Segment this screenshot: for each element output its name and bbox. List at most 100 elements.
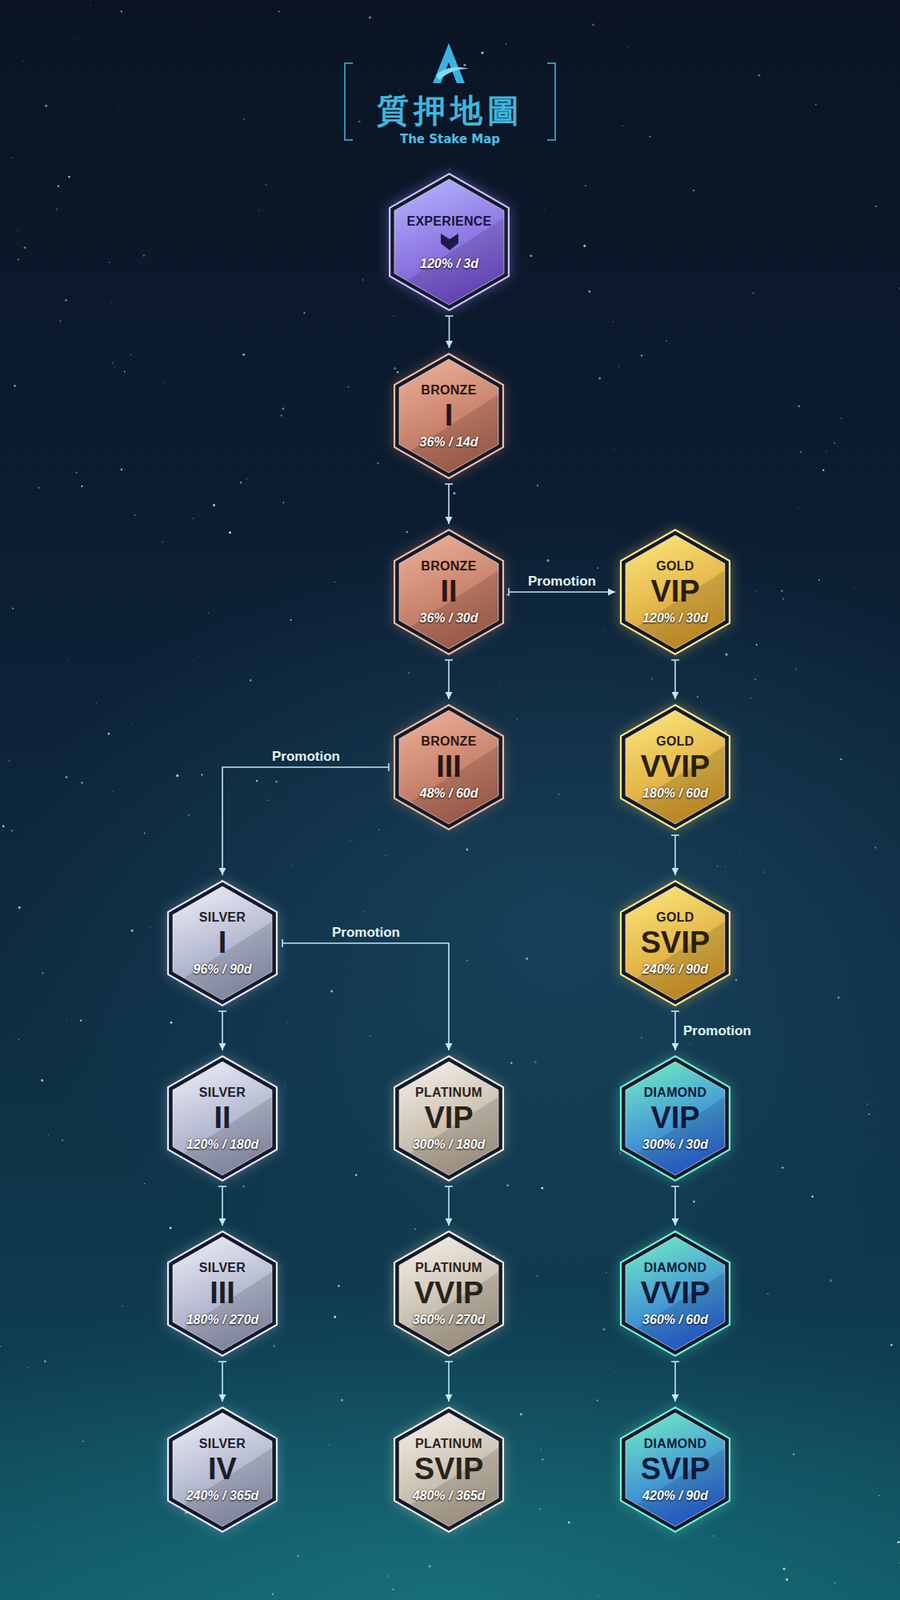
star — [750, 697, 752, 699]
tier-level: VVIP — [640, 750, 711, 783]
tier-name: GOLD — [656, 558, 694, 574]
star — [358, 120, 361, 124]
star — [57, 185, 60, 188]
star — [536, 484, 539, 487]
promotion-connector — [218, 1011, 227, 1051]
star — [80, 485, 83, 488]
star — [48, 1134, 49, 1136]
star — [348, 386, 350, 388]
arrow-head — [445, 1218, 453, 1226]
promotion-connector — [218, 1361, 227, 1402]
star — [520, 1413, 523, 1416]
star — [568, 1521, 571, 1524]
star — [257, 208, 260, 211]
star — [340, 1399, 344, 1402]
arrow-head — [672, 868, 680, 876]
arrow-head — [445, 340, 453, 348]
star — [206, 1349, 208, 1352]
star — [40, 1079, 44, 1082]
star — [23, 246, 26, 249]
star — [149, 926, 152, 928]
hexagon-content: SILVERIII180% / 270d — [167, 1230, 278, 1357]
star — [56, 208, 58, 210]
arrow-head — [445, 1394, 453, 1402]
connector-line — [508, 591, 616, 593]
reward-rate: 300% / 30d — [642, 1136, 708, 1152]
hexagon-content: PLATINUMVIP300% / 180d — [393, 1055, 504, 1182]
title-bracket — [547, 63, 556, 140]
title-bracket — [344, 63, 353, 140]
star — [188, 814, 191, 817]
start-tick — [671, 1010, 680, 1012]
hexagon-shade — [620, 1444, 731, 1533]
start-tick — [671, 834, 680, 836]
star — [720, 180, 723, 183]
star — [640, 1036, 644, 1040]
star — [665, 340, 667, 341]
star — [131, 723, 133, 725]
star — [781, 1166, 784, 1168]
hexagon-inner-edge — [399, 535, 499, 649]
star — [725, 653, 728, 656]
star — [208, 612, 209, 614]
arrow-head — [672, 1218, 680, 1226]
star — [878, 1495, 880, 1497]
reward-rate: 180% / 60d — [642, 785, 708, 801]
edge-label: Promotion — [528, 573, 596, 590]
hexagon-content: DIAMONDVVIP360% / 60d — [620, 1230, 731, 1357]
tier-hexagon: BRONZEIII48% / 60d — [393, 704, 504, 831]
icon-shape — [440, 233, 459, 251]
star — [732, 360, 735, 362]
star — [398, 89, 400, 92]
star — [44, 104, 48, 108]
star — [387, 1575, 388, 1576]
promotion-connector — [671, 660, 680, 700]
star — [0, 1345, 2, 1348]
star — [617, 365, 620, 368]
star — [480, 52, 484, 55]
tier-hexagon: SILVERII120% / 180d — [167, 1055, 278, 1182]
star — [27, 1367, 28, 1368]
tier-hexagon: BRONZEI36% / 14d — [393, 352, 504, 480]
star — [170, 1021, 173, 1024]
star — [500, 684, 502, 686]
star — [516, 718, 518, 720]
star — [192, 517, 194, 520]
star — [529, 254, 532, 257]
star — [392, 1588, 395, 1591]
tier-name: PLATINUM — [415, 1436, 483, 1452]
tier-level: I — [444, 399, 454, 432]
star — [591, 1227, 593, 1229]
star — [34, 1526, 36, 1528]
star — [249, 679, 252, 681]
tier-name: PLATINUM — [415, 1260, 483, 1276]
star — [613, 1371, 615, 1372]
star — [696, 696, 699, 698]
reward-rate: 360% / 60d — [642, 1312, 708, 1328]
star — [780, 590, 783, 592]
star — [108, 261, 111, 264]
star — [163, 1488, 164, 1490]
hexagon-inner-edge — [172, 886, 272, 1000]
star — [795, 668, 797, 671]
star — [121, 1304, 124, 1307]
tier-level: SVIP — [414, 1452, 484, 1485]
star — [540, 1187, 544, 1190]
star — [200, 803, 201, 804]
edge-label: Promotion — [683, 1023, 752, 1040]
star — [60, 320, 62, 322]
reward-rate: 36% / 30d — [420, 610, 479, 626]
logo-swoosh — [436, 67, 469, 80]
star — [246, 477, 248, 480]
hexagon-inner-edge — [625, 886, 725, 1000]
hexagon-shade — [167, 1268, 278, 1357]
arrow-head — [672, 1394, 680, 1402]
star — [330, 989, 333, 992]
promotion-connector — [508, 588, 616, 596]
star — [785, 1578, 788, 1581]
hexagon-content: EXPERIENCE120% / 3d — [388, 172, 510, 312]
reward-rate: 240% / 365d — [186, 1488, 260, 1504]
hexagon-content: DIAMONDVIP300% / 30d — [620, 1055, 731, 1182]
star — [272, 1344, 276, 1348]
logo — [432, 43, 469, 84]
